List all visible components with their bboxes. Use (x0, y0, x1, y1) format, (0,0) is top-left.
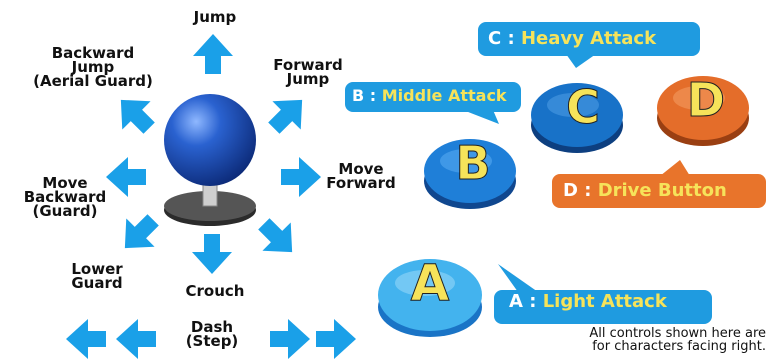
callout-d-prefix: D : (563, 180, 592, 201)
dash-left-arrow-2-icon (116, 319, 156, 359)
callout-b-action: Middle Attack (381, 86, 507, 105)
label-dash: Dash (Step) (185, 318, 239, 350)
label-crouch: Crouch (185, 282, 245, 300)
label-forward-jump: Forward Jump (273, 56, 343, 88)
label-backward-jump: Backward Jump (Aerial Guard) (33, 44, 153, 90)
callout-a-bubble (494, 264, 712, 324)
dash-right-arrow-2-icon (316, 319, 356, 359)
dash-left-arrow-1-icon (66, 319, 106, 359)
arrow-down-right-icon (258, 218, 293, 253)
button-d-letter: D (686, 73, 726, 128)
callout-c-bubble (478, 22, 700, 68)
dash-right-arrow-1-icon (270, 319, 310, 359)
callout-b: B : Middle Attack (352, 86, 507, 105)
arrow-right-icon (281, 157, 321, 197)
callout-a: A : Light Attack (509, 291, 667, 312)
arrow-down-left-icon (124, 214, 159, 249)
arrow-up-left-icon (120, 99, 155, 134)
callout-b-prefix: B : (352, 86, 377, 105)
callout-c: C : Heavy Attack (488, 28, 656, 49)
callout-c-prefix: C : (488, 28, 515, 49)
label-move-forward: Move Forward (326, 160, 396, 192)
button-a[interactable] (373, 243, 488, 343)
callout-c-action: Heavy Attack (520, 28, 657, 49)
button-d[interactable] (653, 60, 753, 150)
callout-a-action: Light Attack (542, 291, 667, 312)
label-jump: Jump (193, 8, 237, 26)
callout-d-action: Drive Button (597, 180, 727, 201)
label-move-backward: Move Backward (Guard) (23, 174, 107, 220)
label-lower-guard: Lower Guard (71, 260, 123, 292)
button-c[interactable] (527, 67, 627, 157)
callout-b-bubble (345, 82, 521, 124)
button-c-letter: C (566, 80, 601, 135)
joystick-illustration (164, 94, 256, 226)
button-a-letter: A (410, 254, 450, 313)
arrow-up-right-icon (268, 99, 303, 134)
button-b[interactable] (420, 123, 520, 213)
arrow-down-icon (192, 234, 232, 274)
arrow-left-icon (106, 157, 146, 197)
callout-d-bubble (552, 160, 766, 208)
callout-d: D : Drive Button (563, 180, 727, 201)
arrow-up-icon (193, 34, 233, 74)
orientation-note: All controls shown here are for characte… (589, 326, 766, 354)
callout-a-prefix: A : (509, 291, 537, 312)
button-b-letter: B (455, 136, 491, 191)
